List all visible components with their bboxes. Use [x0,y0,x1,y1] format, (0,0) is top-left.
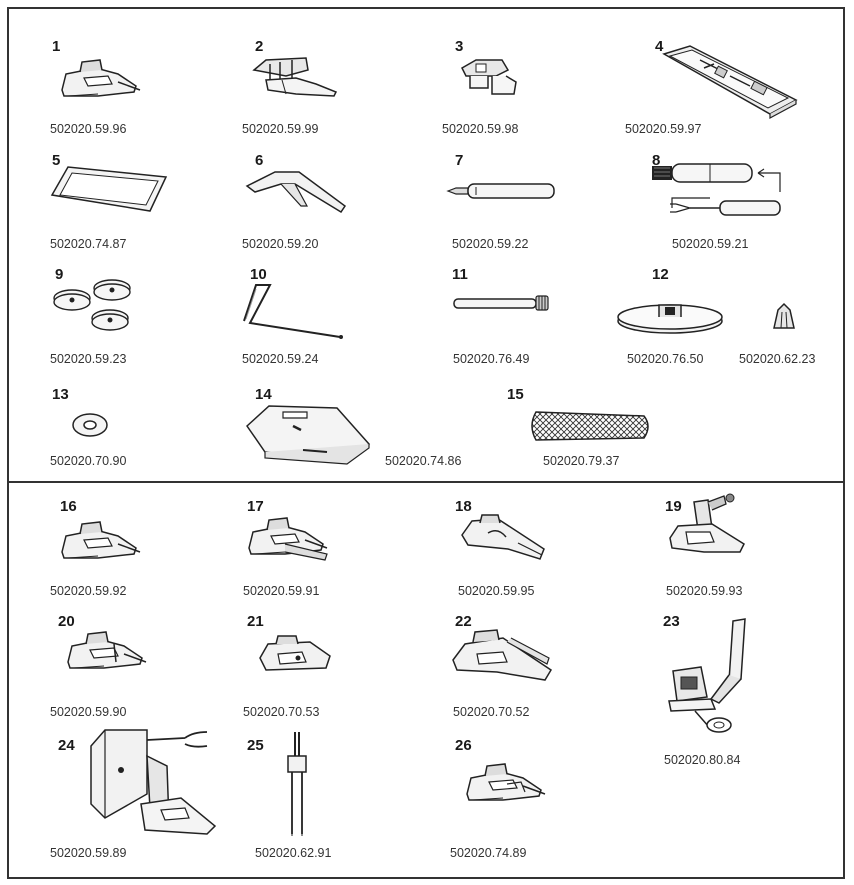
part-number: 502020.80.84 [664,753,741,767]
satin-stitch-foot-illustration [61,521,141,559]
part-number: 502020.59.97 [625,122,702,136]
part-number: 502020.59.24 [242,352,319,366]
twin-needle-illustration [282,732,312,836]
rolled-hem-foot-illustration [458,515,553,565]
part-number: 502020.59.92 [50,584,127,598]
quilting-guide-illustration [240,283,343,339]
part-number: 502020.59.90 [50,705,127,719]
screwdriver-illustration [446,180,558,202]
part-number: 502020.74.89 [450,846,527,860]
part-number: 502020.59.23 [50,352,127,366]
item-number: 15 [507,386,524,403]
edge-guide-illustration [245,168,350,218]
item-number: 22 [455,613,472,630]
interfacing-sheet-illustration [50,165,170,215]
item-number: 3 [455,38,464,55]
part-number: 502020.59.96 [50,122,127,136]
item-number: 21 [247,613,264,630]
item-number: 6 [255,152,264,169]
part-number-secondary: 502020.62.23 [739,352,816,366]
part-number: 502020.74.87 [50,237,127,251]
darning-foot-illustration [664,488,754,568]
item-number: 14 [255,386,272,403]
part-number: 502020.79.37 [543,454,620,468]
item-number: 1 [52,38,61,55]
item-number: 12 [652,266,669,283]
section-divider [7,481,845,483]
overcast-foot-illustration [67,631,147,669]
part-number: 502020.59.22 [452,237,529,251]
item-number: 10 [250,266,267,283]
bobbins-illustration [50,272,140,342]
item-number: 24 [58,737,75,754]
part-number: 502020.70.90 [50,454,127,468]
diagram-frame [7,7,845,879]
part-number: 502020.76.49 [453,352,530,366]
blind-hem-foot-illustration [248,517,340,563]
item-number: 8 [652,152,661,169]
item-number: 16 [60,498,77,515]
item-number: 25 [247,737,264,754]
part-number: 502020.76.50 [627,352,704,366]
standard-presser-foot-illustration [61,59,141,97]
item-number: 19 [665,498,682,515]
spool-cap-illustration [770,302,800,332]
spool-net-illustration [528,408,654,444]
part-number: 502020.59.21 [672,237,749,251]
zipper-foot-illustration [246,50,341,105]
item-number: 18 [455,498,472,515]
part-number: 502020.59.95 [458,584,535,598]
buttonhole-presser-foot-illustration [456,54,526,99]
item-number: 20 [58,613,75,630]
spool-pin-illustration [452,293,552,313]
item-number: 17 [247,498,264,515]
buttonhole-foot-plate-illustration [660,40,800,120]
straight-stitch-needle-plate-illustration [243,400,373,465]
quarter-inch-foot-illustration [447,630,557,685]
item-number: 13 [52,386,69,403]
part-number: 502020.70.53 [243,705,320,719]
item-number: 2 [255,38,264,55]
open-toe-foot-illustration [466,763,546,801]
item-number: 7 [455,152,464,169]
part-number: 502020.59.91 [243,584,320,598]
walking-foot-illustration [655,615,765,735]
part-number: 502020.59.20 [242,237,319,251]
part-number: 502020.74.86 [385,454,462,468]
item-number: 4 [655,38,664,55]
spool-pin-felt-disc-illustration [615,295,725,335]
part-number: 502020.62.91 [255,846,332,860]
part-number: 502020.70.52 [453,705,530,719]
item-number: 11 [452,266,468,283]
brush-and-seam-ripper-illustration [652,160,790,220]
button-sewing-foot-illustration [256,636,336,676]
item-number: 9 [55,266,64,283]
item-number: 23 [663,613,680,630]
item-number: 26 [455,737,472,754]
washer-illustration [70,410,110,440]
side-cutter-illustration [85,726,220,841]
part-number: 502020.59.99 [242,122,319,136]
part-number: 502020.59.93 [666,584,743,598]
item-number: 5 [52,152,61,169]
part-number: 502020.59.89 [50,846,127,860]
part-number: 502020.59.98 [442,122,519,136]
